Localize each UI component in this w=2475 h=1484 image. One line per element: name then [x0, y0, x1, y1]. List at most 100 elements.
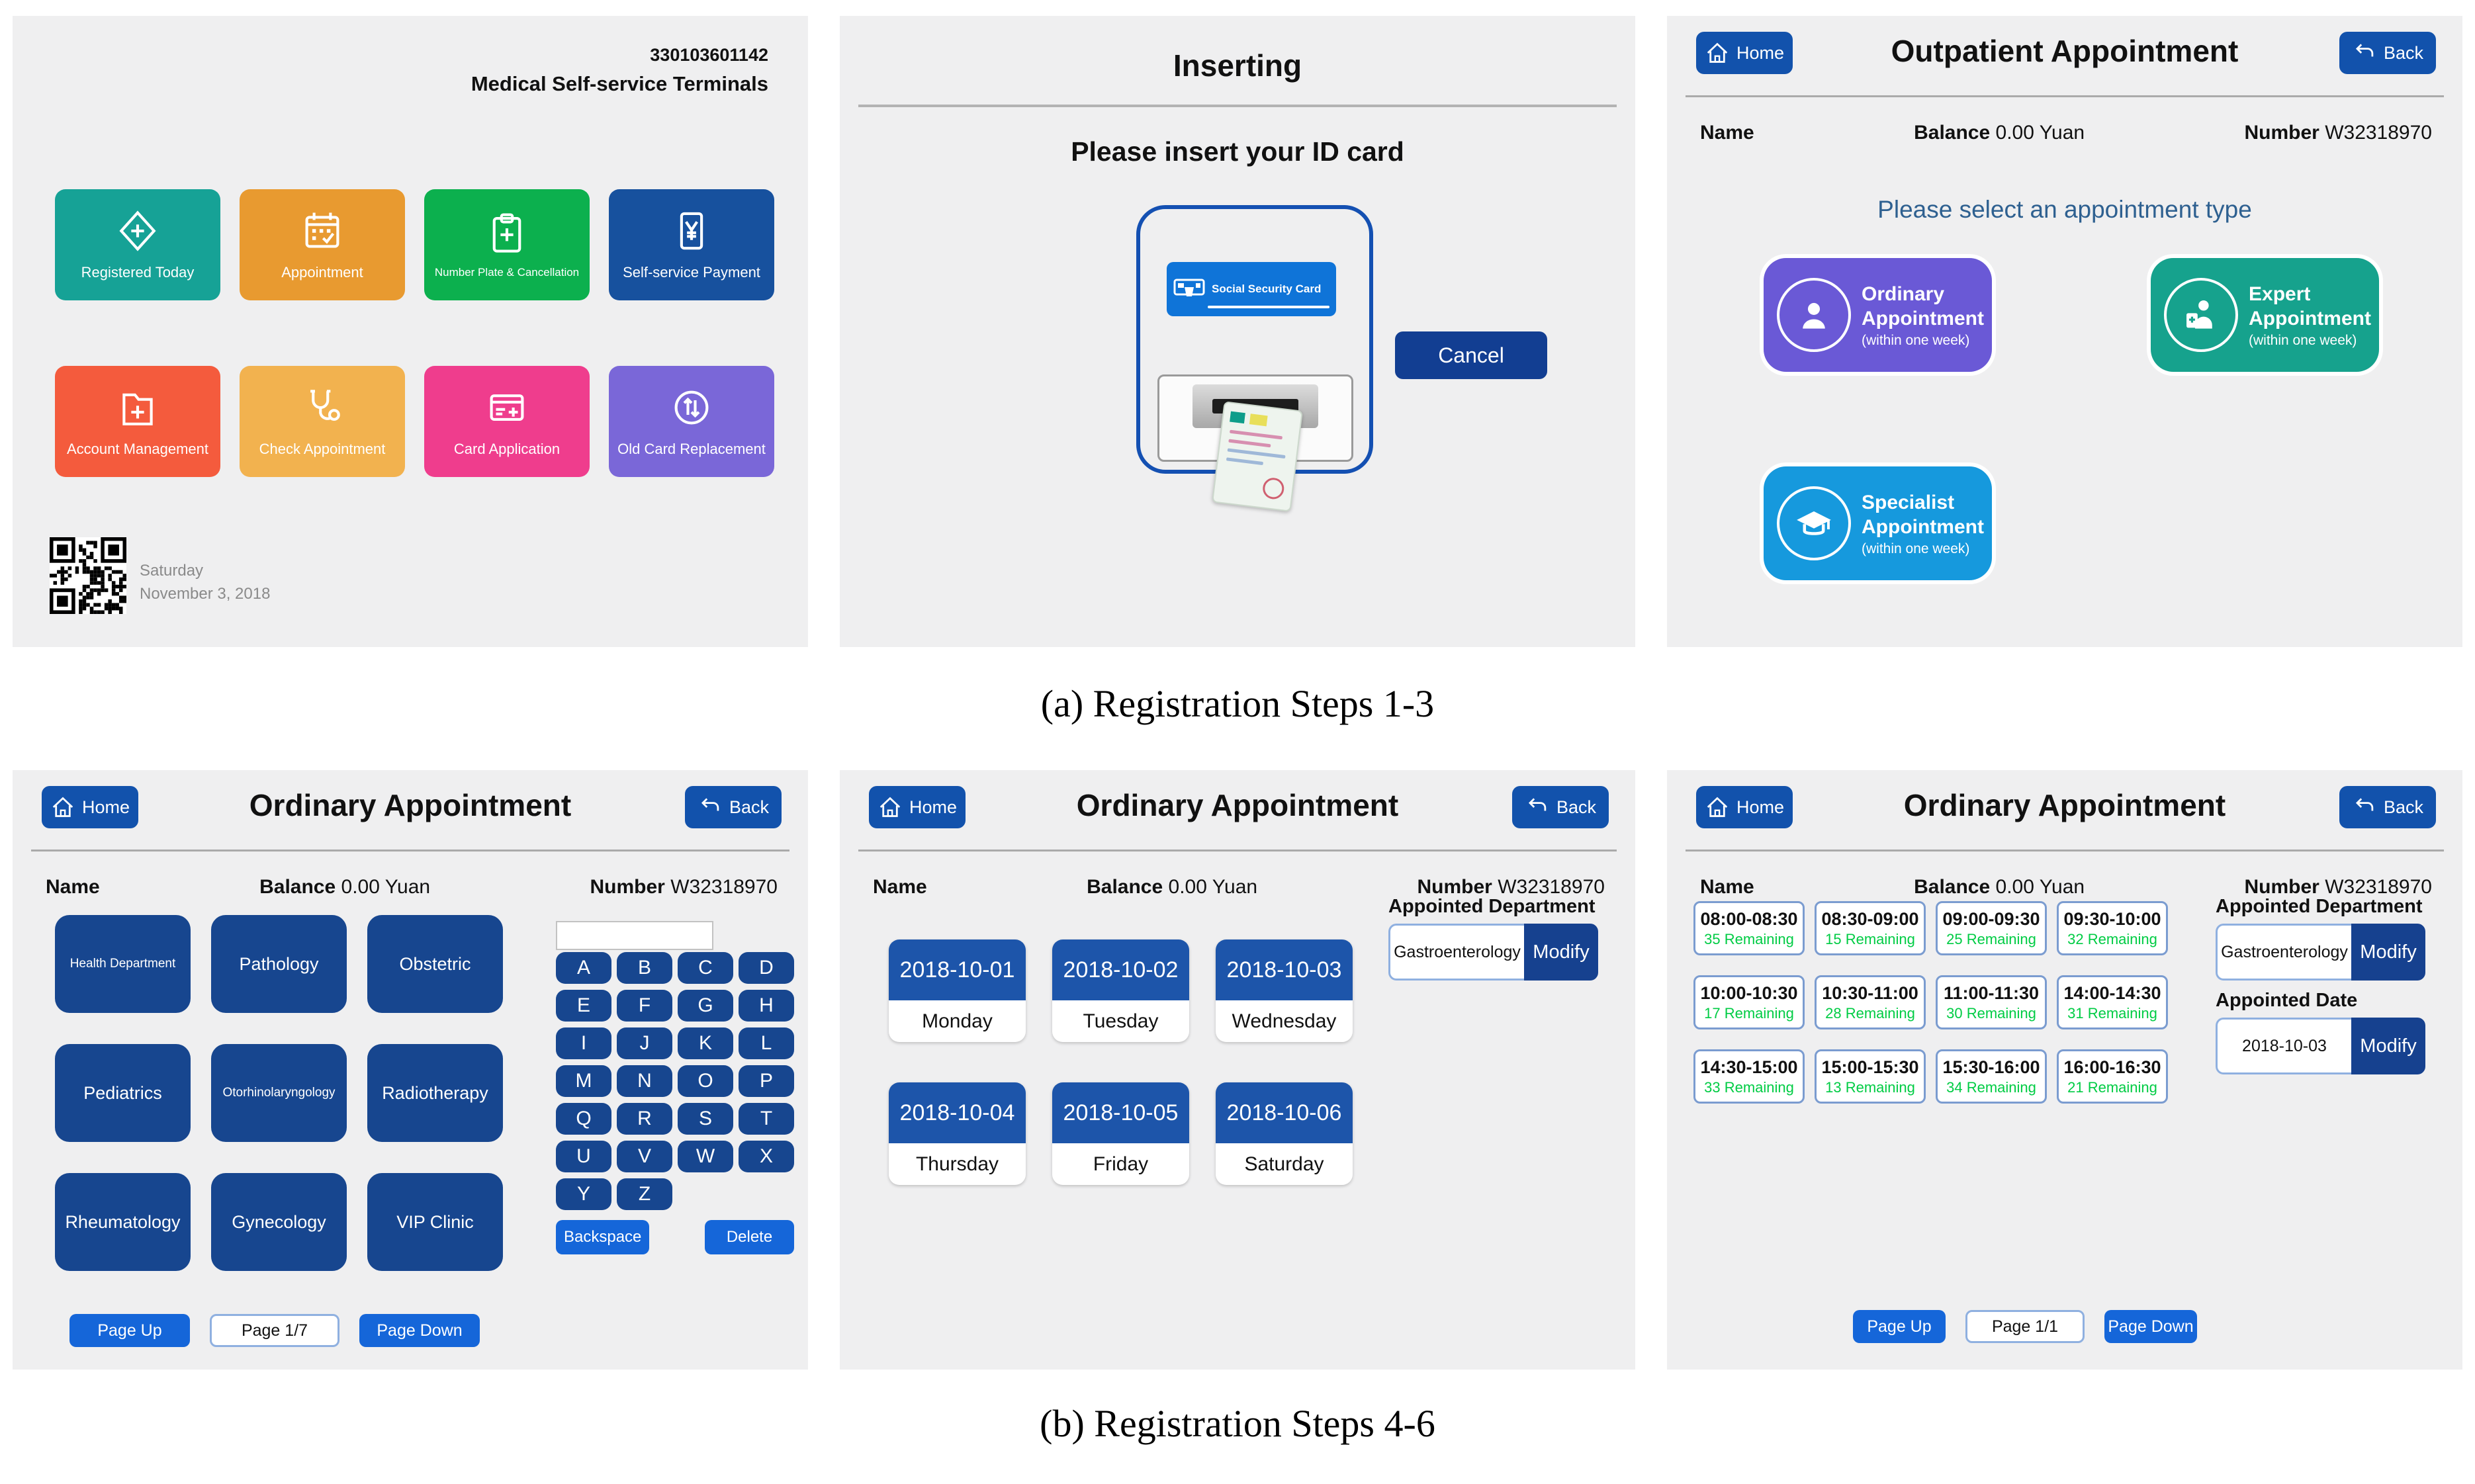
tile-check-appointment[interactable]: Check Appointment	[240, 366, 405, 477]
key-g[interactable]: G	[678, 990, 733, 1022]
tile-old-card-replacement[interactable]: Old Card Replacement	[609, 366, 774, 477]
key-q[interactable]: Q	[556, 1103, 611, 1135]
key-b[interactable]: B	[617, 952, 672, 984]
page-up-button[interactable]: Page Up	[69, 1314, 190, 1347]
department-pediatrics[interactable]: Pediatrics	[55, 1044, 191, 1142]
key-l[interactable]: L	[739, 1027, 794, 1059]
key-i[interactable]: I	[556, 1027, 611, 1059]
backspace-button[interactable]: Backspace	[556, 1220, 650, 1254]
department-obstetric[interactable]: Obstetric	[367, 915, 503, 1013]
slot-remaining: 13 Remaining	[1825, 1078, 1915, 1096]
key-r[interactable]: R	[617, 1103, 672, 1135]
tile-appointment[interactable]: Appointment	[240, 189, 405, 300]
back-button[interactable]: Back	[2339, 32, 2436, 74]
home-button[interactable]: Home	[1696, 32, 1793, 74]
key-y[interactable]: Y	[556, 1178, 611, 1210]
department-vip-clinic[interactable]: VIP Clinic	[367, 1173, 503, 1271]
department-health-department[interactable]: Health Department	[55, 915, 191, 1013]
modify-date-button[interactable]: Modify	[2351, 1018, 2425, 1074]
key-f[interactable]: F	[617, 990, 672, 1022]
key-o[interactable]: O	[678, 1065, 733, 1097]
tile-label: Old Card Replacement	[617, 440, 766, 457]
department-rheumatology[interactable]: Rheumatology	[55, 1173, 191, 1271]
tile-account-management[interactable]: Account Management	[55, 366, 220, 477]
balance-value: 0.00 Yuan	[341, 876, 431, 898]
key-w[interactable]: W	[678, 1141, 733, 1172]
balance-label: Balance	[1914, 122, 1991, 144]
department-pathology[interactable]: Pathology	[211, 915, 347, 1013]
slot-remaining: 35 Remaining	[1704, 930, 1794, 947]
tile-number-plate-cancellation[interactable]: Number Plate & Cancellation	[424, 189, 590, 300]
key-k[interactable]: K	[678, 1027, 733, 1059]
slot-time: 15:00-15:30	[1821, 1057, 1919, 1077]
modify-department-button[interactable]: Modify	[1524, 924, 1598, 981]
page-down-button[interactable]: Page Down	[2104, 1310, 2197, 1343]
home-button[interactable]: Home	[42, 786, 138, 828]
key-j[interactable]: J	[617, 1027, 672, 1059]
diamond-plus-icon	[116, 209, 159, 256]
number-value: W32318970	[1498, 876, 1605, 898]
date-value: 2018-10-01	[889, 939, 1026, 1000]
home-button[interactable]: Home	[1696, 786, 1793, 828]
department-radiotherapy[interactable]: Radiotherapy	[367, 1044, 503, 1142]
back-button[interactable]: Back	[685, 786, 782, 828]
department-search-input[interactable]	[556, 921, 713, 950]
modify-department-button[interactable]: Modify	[2351, 924, 2425, 981]
key-h[interactable]: H	[739, 990, 794, 1022]
delete-button[interactable]: Delete	[705, 1220, 794, 1254]
back-button[interactable]: Back	[2339, 786, 2436, 828]
key-v[interactable]: V	[617, 1141, 672, 1172]
department-otorhinolaryngology[interactable]: Otorhinolaryngology	[211, 1044, 347, 1142]
key-m[interactable]: M	[556, 1065, 611, 1097]
slot-time: 15:30-16:00	[1942, 1057, 2040, 1077]
back-button[interactable]: Back	[1512, 786, 1609, 828]
key-s[interactable]: S	[678, 1103, 733, 1135]
number-value: W32318970	[2325, 122, 2432, 144]
key-u[interactable]: U	[556, 1141, 611, 1172]
key-t[interactable]: T	[739, 1103, 794, 1135]
page-down-button[interactable]: Page Down	[359, 1314, 480, 1347]
key-z[interactable]: Z	[617, 1178, 672, 1210]
balance-label: Balance	[259, 876, 336, 898]
key-d[interactable]: D	[739, 952, 794, 984]
key-e[interactable]: E	[556, 990, 611, 1022]
key-a[interactable]: A	[556, 952, 611, 984]
tile-registered-today[interactable]: Registered Today	[55, 189, 220, 300]
key-p[interactable]: P	[739, 1065, 794, 1097]
cancel-button[interactable]: Cancel	[1395, 331, 1547, 379]
page-up-button[interactable]: Page Up	[1853, 1310, 1946, 1343]
department-gynecology[interactable]: Gynecology	[211, 1173, 347, 1271]
tile-self-service-payment[interactable]: Self-service Payment	[609, 189, 774, 300]
number-label: Number	[2244, 876, 2319, 898]
key-x[interactable]: X	[739, 1141, 794, 1172]
home-button[interactable]: Home	[869, 786, 966, 828]
number-field: Number W32318970	[2244, 122, 2432, 144]
key-c[interactable]: C	[678, 952, 733, 984]
tile-card-application[interactable]: Card Application	[424, 366, 590, 477]
card-plus-icon	[485, 386, 529, 433]
key-n[interactable]: N	[617, 1065, 672, 1097]
